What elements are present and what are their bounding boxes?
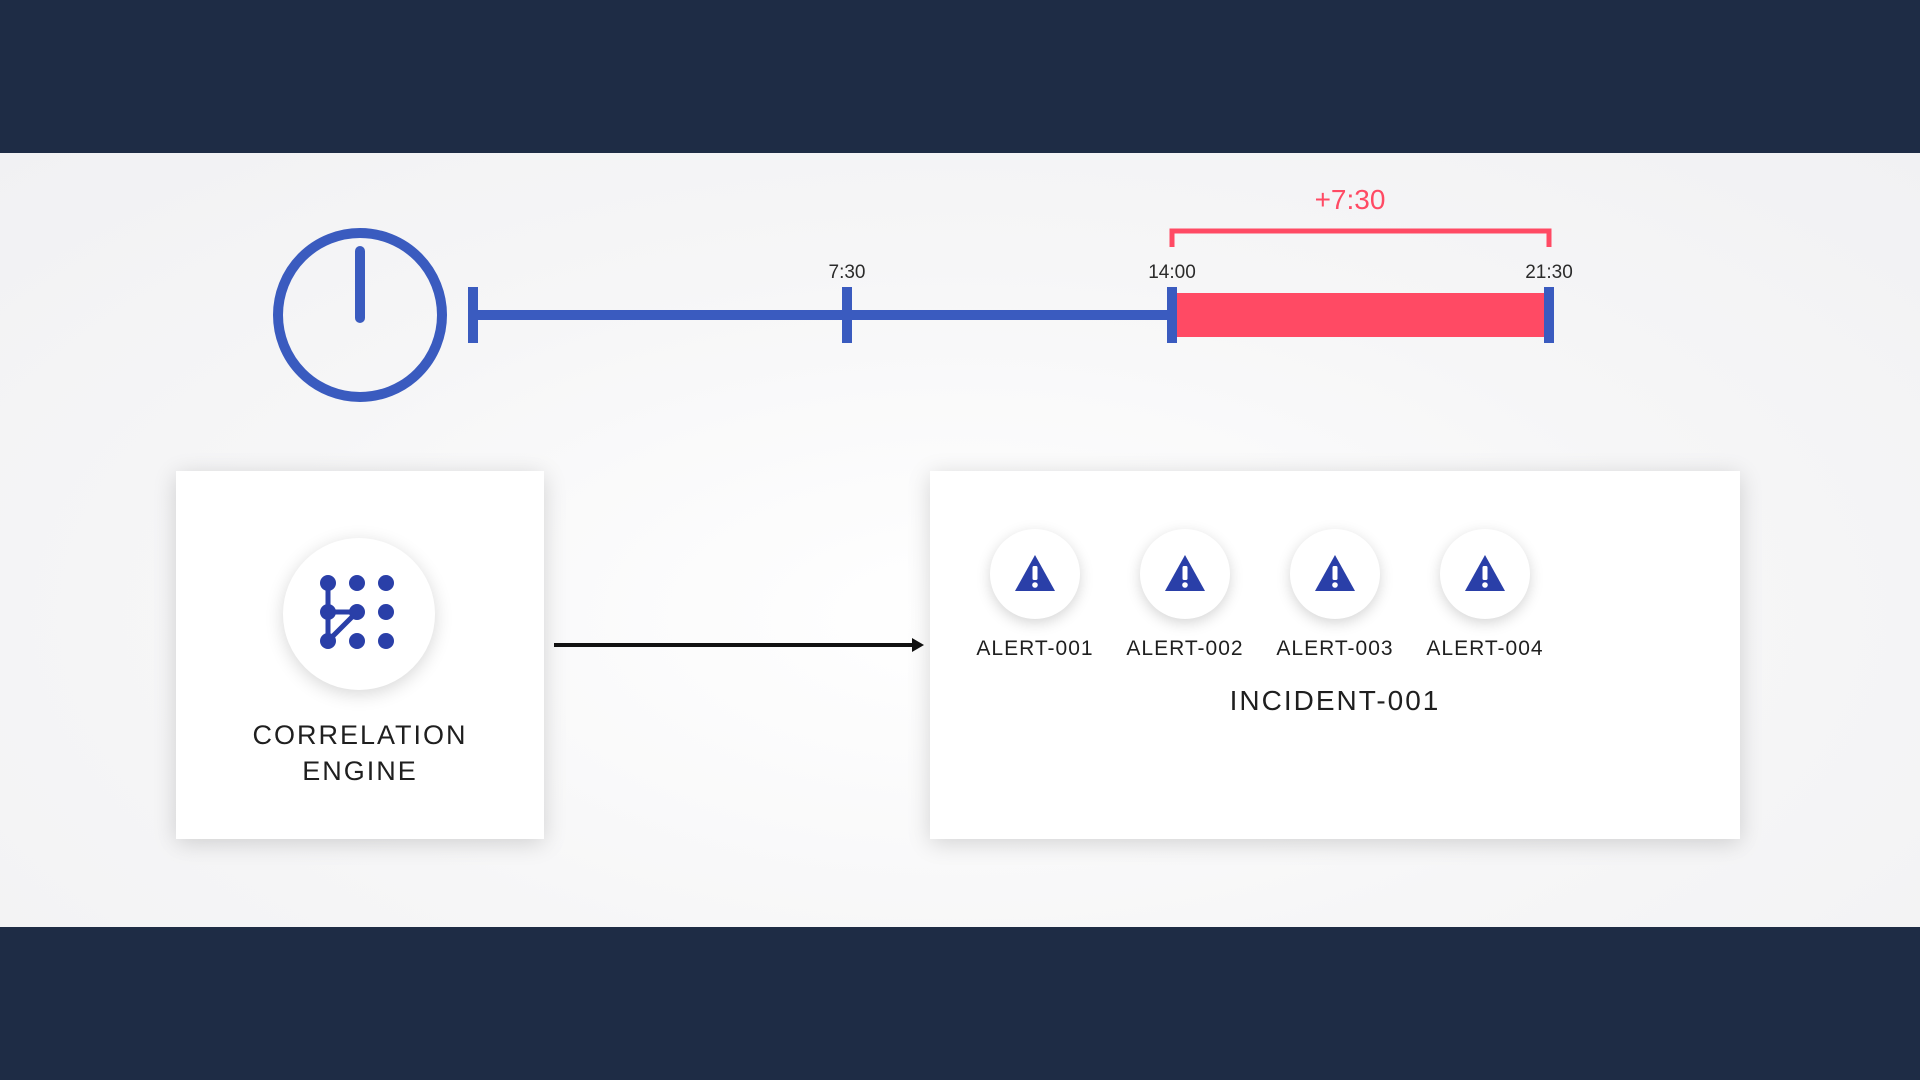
alert-label: ALERT-002 bbox=[1126, 637, 1244, 660]
alert-item: ALERT-002 bbox=[1110, 529, 1260, 669]
alert-label: ALERT-004 bbox=[1426, 637, 1544, 660]
delay-label: +7:30 bbox=[1315, 184, 1386, 215]
tick-label-730: 7:30 bbox=[829, 262, 866, 283]
incident-card: ALERT-001 ALERT-002 ALERT-003 bbox=[930, 471, 1740, 839]
overdue-segment bbox=[1172, 293, 1548, 337]
warning-icon bbox=[1315, 555, 1355, 591]
network-grid-icon bbox=[320, 575, 394, 649]
alert-item: ALERT-004 bbox=[1410, 529, 1560, 669]
diagram-canvas: 7:30 14:00 21:30 +7:30 bbox=[0, 153, 1920, 927]
warning-icon bbox=[1015, 555, 1055, 591]
tick-label-1400: 14:00 bbox=[1148, 262, 1196, 283]
clock-icon bbox=[273, 228, 447, 402]
warning-icon bbox=[1465, 555, 1505, 591]
delay-bracket bbox=[1169, 228, 1552, 247]
engine-label-line2: ENGINE bbox=[302, 756, 418, 786]
correlation-engine-card: CORRELATION ENGINE bbox=[176, 471, 544, 839]
timeline: 7:30 14:00 21:30 +7:30 bbox=[273, 184, 1573, 402]
alert-item: ALERT-003 bbox=[1260, 529, 1410, 669]
engine-label: CORRELATION ENGINE bbox=[176, 717, 544, 789]
warning-icon bbox=[1165, 555, 1205, 591]
arrow-right-icon bbox=[554, 638, 924, 652]
alert-icon-badge bbox=[1140, 529, 1230, 619]
engine-label-line1: CORRELATION bbox=[252, 720, 468, 750]
alert-label: ALERT-003 bbox=[1276, 637, 1394, 660]
alert-label: ALERT-001 bbox=[976, 637, 1094, 660]
engine-icon-badge bbox=[283, 538, 435, 690]
tick-label-2130: 21:30 bbox=[1525, 262, 1573, 283]
incident-title: INCIDENT-001 bbox=[1229, 685, 1441, 716]
alert-item: ALERT-001 bbox=[960, 529, 1110, 669]
alert-icon-badge bbox=[990, 529, 1080, 619]
alert-icon-badge bbox=[1290, 529, 1380, 619]
bottom-frame-band bbox=[0, 927, 1920, 1080]
alert-icon-badge bbox=[1440, 529, 1530, 619]
top-frame-band bbox=[0, 0, 1920, 153]
